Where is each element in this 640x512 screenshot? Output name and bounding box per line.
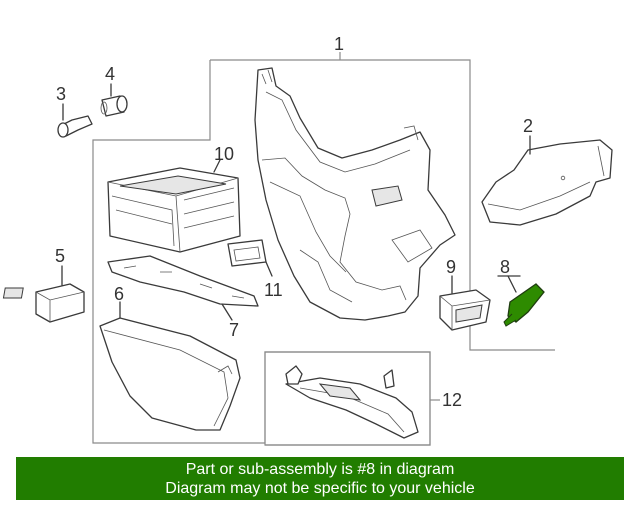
callout-2: 2 [523, 116, 533, 136]
small-box-part-11[interactable] [227, 239, 267, 267]
lower-panel-part-6[interactable] [99, 317, 241, 431]
callout-4: 4 [105, 64, 115, 84]
callout-1: 1 [334, 34, 344, 54]
info-banner: Part or sub-assembly is #8 in diagram Di… [16, 457, 624, 500]
parts-diagram: 1 2 3 4 5 6 7 8 9 10 11 12 [2, 34, 613, 446]
grommet-part-4[interactable] [100, 95, 128, 117]
callout-12: 12 [442, 390, 462, 410]
callout-5: 5 [55, 246, 65, 266]
socket-part-5[interactable] [2, 283, 85, 323]
callout-11: 11 [264, 280, 283, 300]
callout-3: 3 [56, 84, 66, 104]
callout-6: 6 [114, 284, 124, 304]
banner-line-1: Part or sub-assembly is #8 in diagram [185, 461, 455, 478]
callout-7: 7 [229, 320, 239, 340]
side-trim-panel[interactable] [481, 139, 613, 226]
storage-box-part-10[interactable] [107, 167, 241, 253]
highlighted-part-8[interactable] [503, 283, 545, 327]
callout-8: 8 [500, 257, 510, 277]
bracket-part-7[interactable] [107, 255, 259, 307]
subassembly-12-frame [264, 351, 431, 446]
lower-assembly-part-12[interactable] [285, 365, 419, 439]
callout-10-leader [213, 159, 221, 173]
callout-7-leader [221, 303, 233, 321]
callout-10: 10 [214, 144, 234, 164]
clip-part-3[interactable] [57, 115, 93, 138]
callout-11-leader [265, 261, 273, 277]
center-console-panel[interactable] [254, 67, 456, 321]
callout-8-leader [507, 275, 517, 293]
vent-part-9[interactable] [439, 289, 491, 331]
callout-9: 9 [446, 257, 456, 277]
banner-line-2: Diagram may not be specific to your vehi… [165, 480, 475, 497]
